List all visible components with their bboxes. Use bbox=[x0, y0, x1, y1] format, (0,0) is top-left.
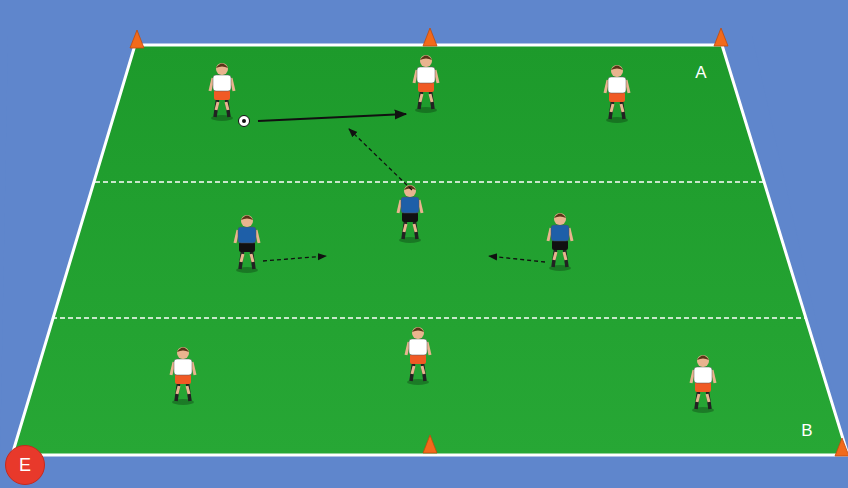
attacker-player bbox=[171, 347, 195, 405]
marker-letter: E bbox=[19, 456, 31, 474]
ball bbox=[239, 116, 250, 127]
attacker-player bbox=[210, 63, 234, 121]
cone bbox=[423, 435, 437, 453]
defender-player bbox=[548, 213, 572, 271]
cone bbox=[423, 28, 437, 46]
cone bbox=[835, 438, 848, 456]
zone-letter: A bbox=[695, 64, 706, 81]
defender-player bbox=[235, 215, 259, 273]
attacker-player bbox=[605, 65, 629, 123]
zone-line bbox=[95, 181, 764, 183]
movement-arrows bbox=[258, 114, 545, 262]
start-marker: E bbox=[5, 445, 45, 485]
background bbox=[0, 35, 848, 462]
pitch bbox=[12, 45, 848, 455]
defender-player bbox=[398, 185, 422, 243]
zone-letter: B bbox=[801, 422, 812, 439]
cone bbox=[714, 28, 728, 46]
attacker-player bbox=[691, 355, 715, 413]
zone-line bbox=[52, 317, 806, 319]
attacker-player bbox=[406, 327, 430, 385]
cone bbox=[130, 30, 144, 48]
attacker-player bbox=[414, 55, 438, 113]
